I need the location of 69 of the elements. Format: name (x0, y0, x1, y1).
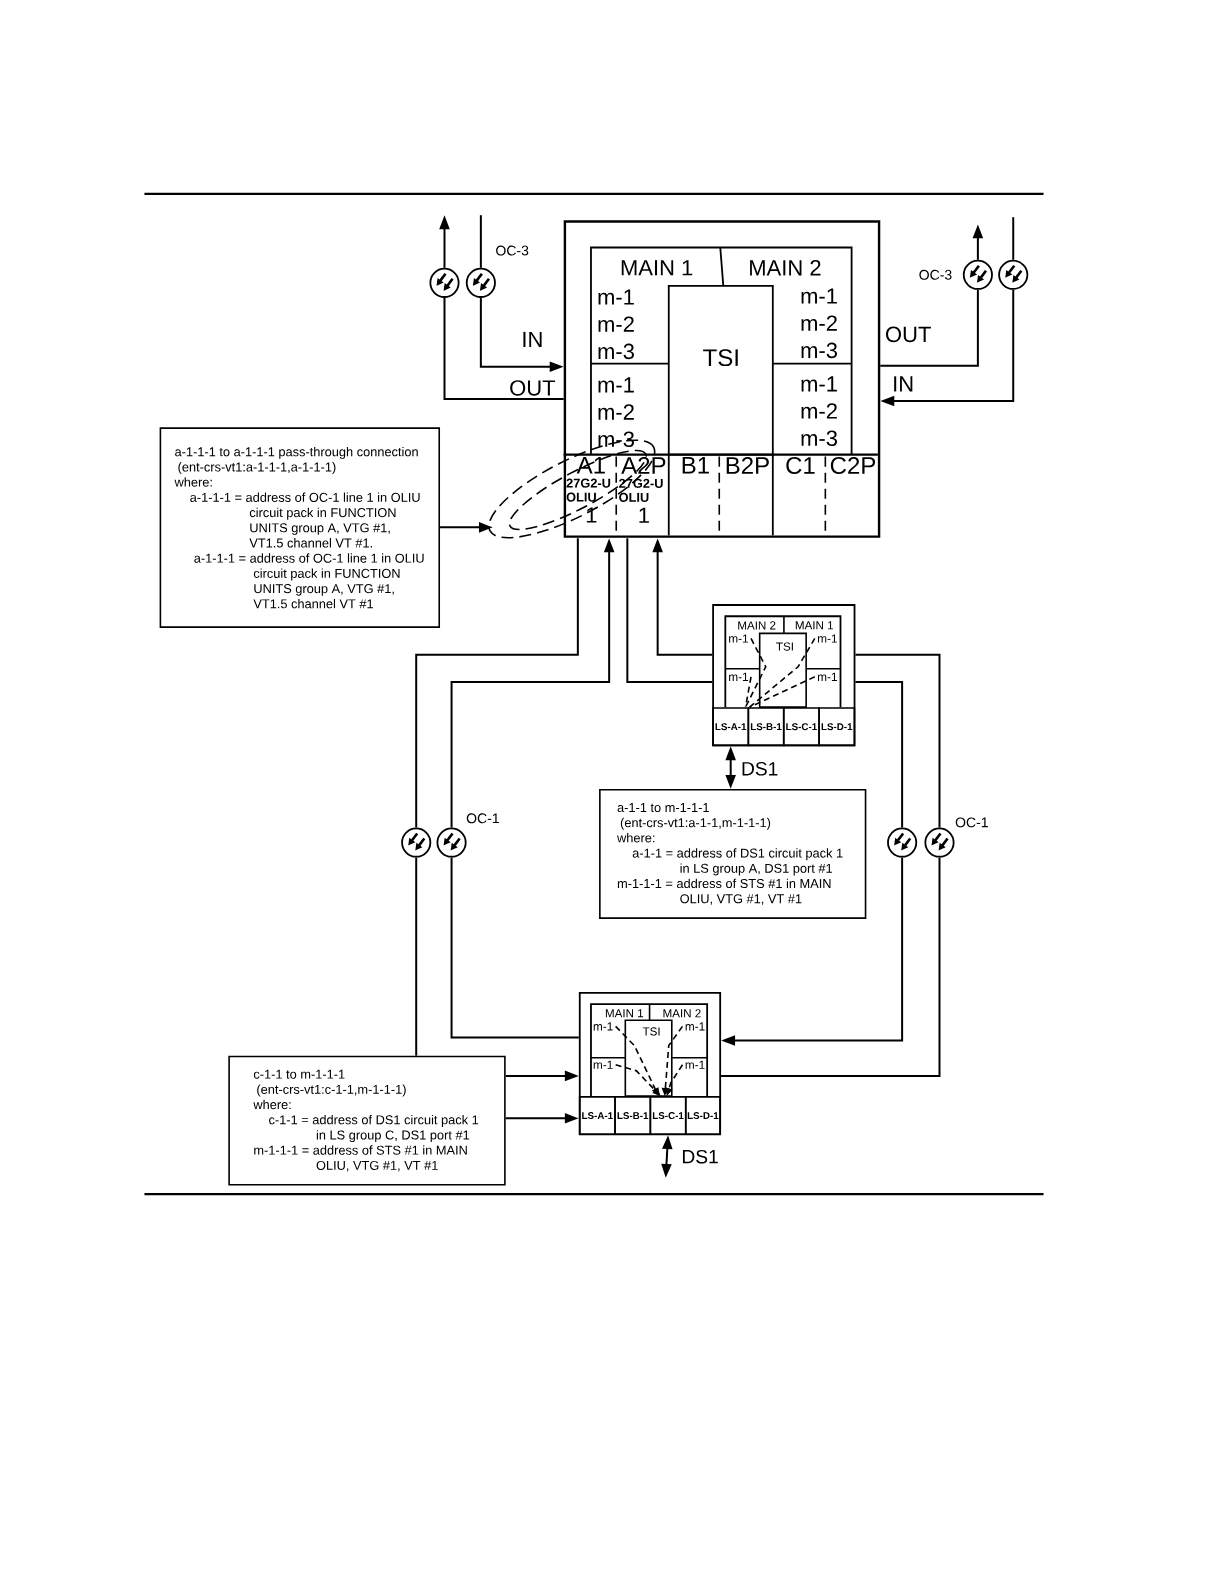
connector-line (415, 537, 579, 829)
optical-transceiver-symbol (436, 827, 467, 858)
panel-heading: MAIN 1 (795, 621, 833, 630)
dashed-connector-line (748, 637, 816, 708)
switch-label: TSI (776, 642, 793, 651)
optical-transceiver-symbol (962, 259, 993, 290)
panel-heading: MAIN 2 (749, 260, 821, 276)
edge-label: OUT (510, 380, 555, 396)
connector-line (479, 214, 482, 269)
connector-line (450, 856, 580, 1039)
connector-line (415, 856, 418, 1057)
port-label: m-1 (593, 1060, 613, 1069)
port-label: m-1 (817, 634, 837, 643)
port-cell: LS-A-1 (712, 707, 749, 747)
optical-transceiver-symbol (429, 267, 460, 298)
dashed-connector-line (744, 676, 752, 708)
port-cell: LS-A-1 (578, 1096, 616, 1136)
port-label: m-1 (728, 672, 748, 681)
circuit-pack-slot: B2P (726, 457, 769, 474)
port-cell: LS-B-1 (747, 707, 785, 747)
note-box: a-1-1-1 to a-1-1-1 pass-through connection (ent-crs-vt1:a-1-1-1,a-1-1-1) where: a-1-1-1 = address of OC-1 line 1 in OLIU circuit pack in FUNCTION UNITS group A, VTG #1, VT1.5 channel VT #1. a-1-1-1 = address of OC-1 line 1 in OLIU circuit pack in FUNCTION UNITS group A, VTG #1, VT1.5 channel VT #1 (159, 427, 440, 628)
equipment-shelf (578, 992, 721, 1136)
circuit-pack-slot: C2P (830, 457, 875, 474)
port-label: m-1 (817, 672, 837, 681)
switch-label: TSI (703, 349, 738, 367)
optical-transceiver-symbol (465, 267, 496, 298)
port-cell: LS-C-1 (649, 1096, 687, 1136)
equipment-shelf (712, 604, 856, 747)
dashed-connector-line (748, 676, 816, 708)
optical-transceiver-symbol (401, 827, 432, 858)
dashed-connector-line (744, 637, 767, 708)
connector-line (443, 296, 565, 401)
switch-label: TSI (642, 1027, 660, 1036)
optical-transceiver-symbol (924, 827, 955, 858)
note-box: a-1-1 to m-1-1-1 (ent-crs-vt1:a-1-1,m-1-1-1) where: a-1-1 = address of DS1 circuit pack 1 in LS group A, DS1 port #1 m-1-1-1 = address of STS #1 in MAIN OLIU, VTG #1, VT #1 (598, 789, 867, 919)
optical-transceiver-symbol (998, 259, 1029, 290)
panel-heading: MAIN 1 (605, 1009, 643, 1018)
port-cell: LS-D-1 (684, 1096, 721, 1136)
connector-line (879, 288, 979, 367)
connector-line (719, 856, 941, 1077)
connector-line (854, 653, 941, 829)
circuit-pack-slot: B1 (682, 457, 709, 474)
edge-label: IN (523, 331, 542, 347)
edge-label: DS1 (682, 1149, 718, 1164)
signal-label: OC-1 (955, 817, 988, 828)
circuit-pack-slot: A1 27G2-U OLIU 1 (566, 457, 610, 523)
panel-heading: MAIN 1 (621, 260, 693, 276)
port-label-column: m-1 m-2 m-3 (801, 376, 837, 447)
edge-label: OUT (885, 326, 931, 343)
connector-line (626, 537, 714, 683)
port-cell: LS-D-1 (818, 707, 856, 747)
signal-label: OC-1 (466, 813, 499, 824)
port-label: m-1 (685, 1022, 705, 1031)
port-cell: LS-B-1 (614, 1096, 651, 1136)
connector-line (854, 680, 903, 829)
port-label: m-1 (728, 634, 748, 643)
port-label: m-1 (685, 1060, 705, 1069)
port-cell: LS-C-1 (782, 707, 820, 747)
note-box: c-1-1 to m-1-1-1 (ent-crs-vt1:c-1-1,m-1-1-1) where: c-1-1 = address of DS1 circuit pack 1 in LS group C, DS1 port #1 m-1-1-1 = address of STS #1 in MAIN OLIU, VTG #1, VT #1 (228, 1055, 506, 1186)
edge-label: IN (894, 376, 913, 392)
connector-line (1012, 216, 1015, 261)
port-label: m-1 (593, 1022, 613, 1031)
edge-label: DS1 (742, 762, 778, 776)
panel-heading: MAIN 2 (663, 1009, 701, 1018)
port-label-column: m-1 m-2 m-3 (598, 377, 634, 448)
panel-heading: MAIN 2 (738, 621, 776, 630)
optical-transceiver-symbol (886, 827, 917, 858)
circuit-pack-slot: C1 (786, 457, 815, 474)
signal-label: OC-3 (495, 245, 529, 256)
